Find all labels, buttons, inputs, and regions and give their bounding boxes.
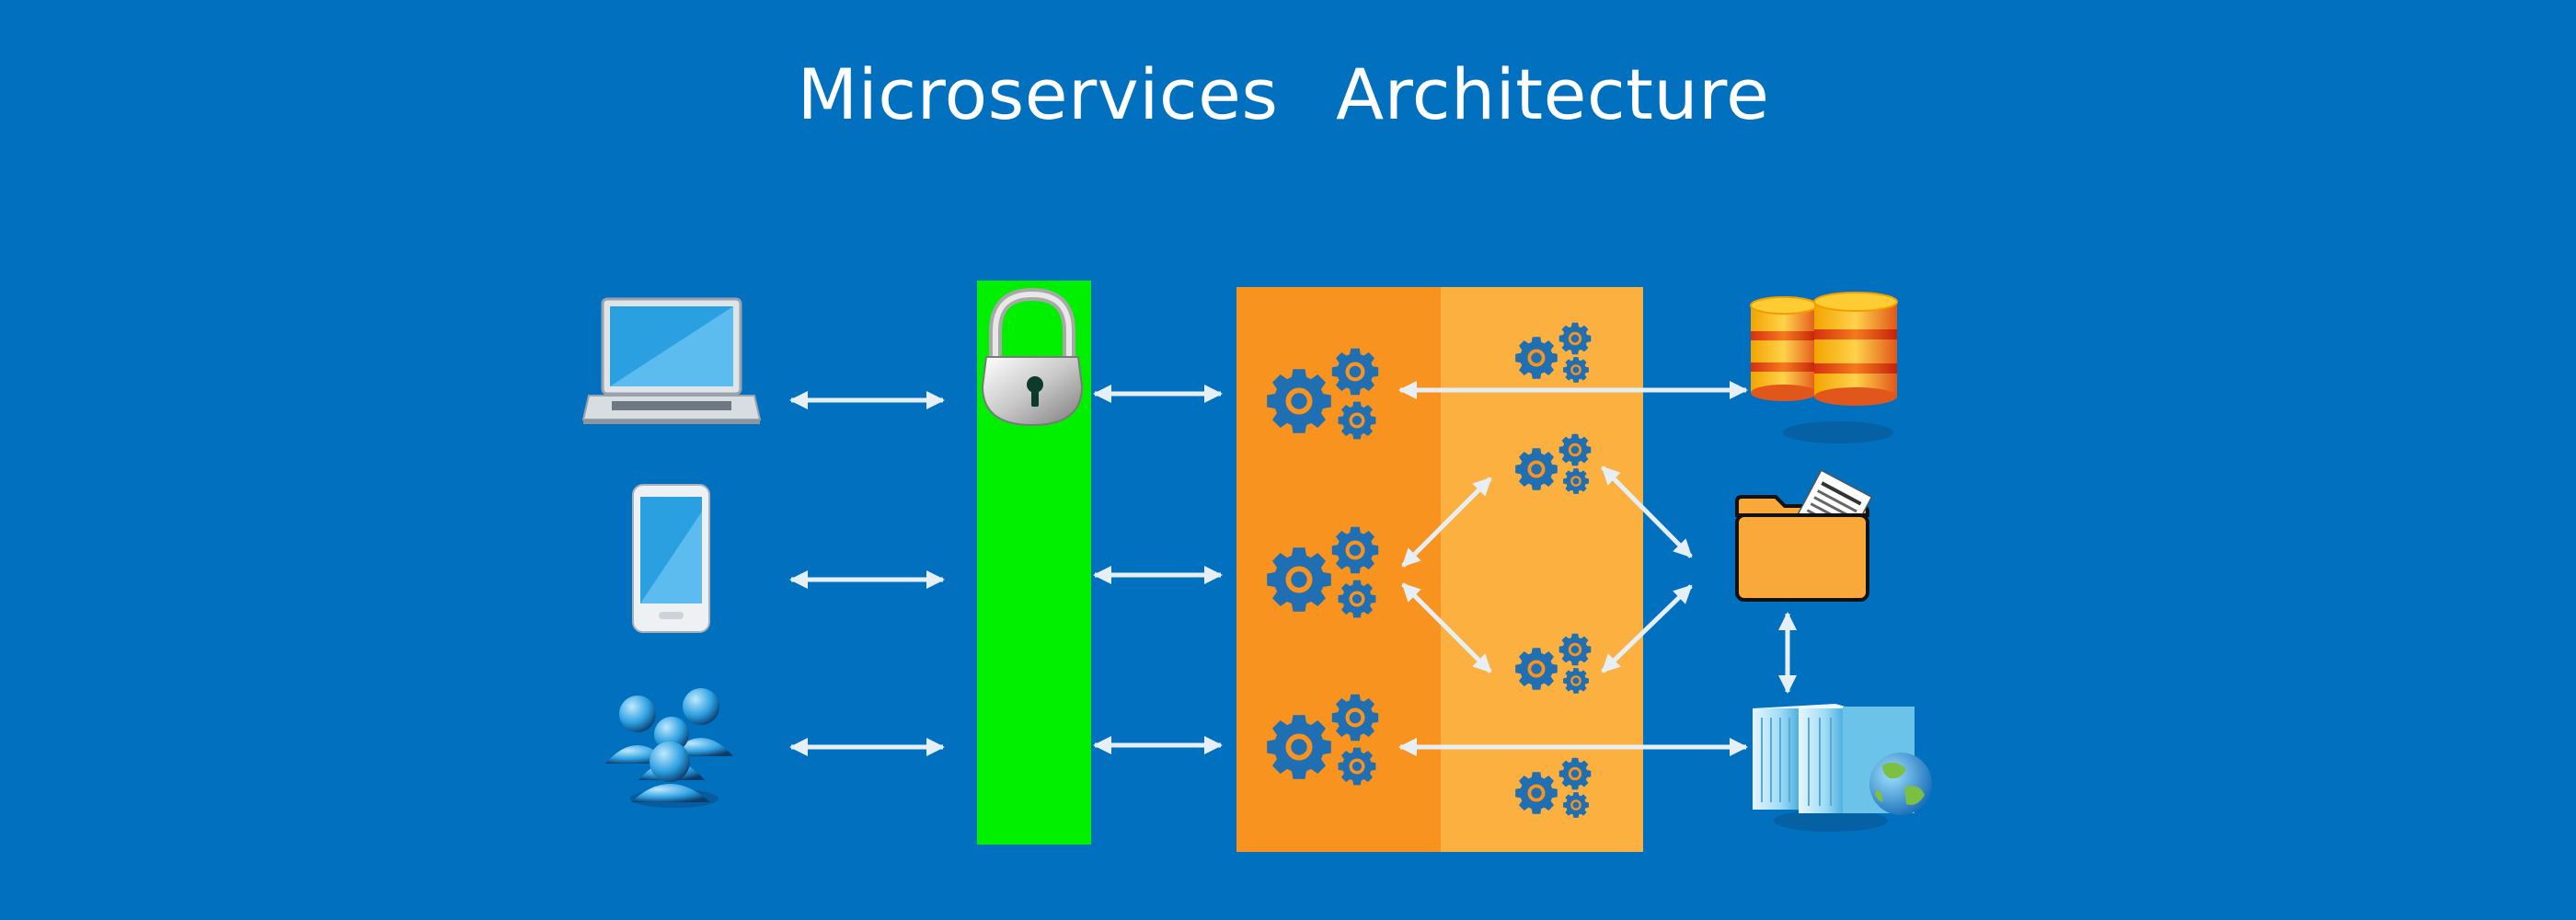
arrow-service-diag-up — [1401, 477, 1492, 568]
diagram-title: Microservices Architecture — [797, 53, 1770, 135]
server-globe-icon — [1753, 704, 1932, 832]
users-group-icon — [605, 688, 733, 808]
folder-document-icon — [1735, 469, 1873, 602]
arrow-service-diag-down — [1401, 582, 1492, 673]
laptop-icon — [581, 297, 762, 424]
padlock-icon — [981, 287, 1084, 427]
arrow-folder-diag-down — [1601, 584, 1693, 673]
arrow-folder-diag-up — [1601, 466, 1693, 558]
smartphone-icon — [632, 484, 710, 633]
database-icon — [1750, 292, 1898, 443]
